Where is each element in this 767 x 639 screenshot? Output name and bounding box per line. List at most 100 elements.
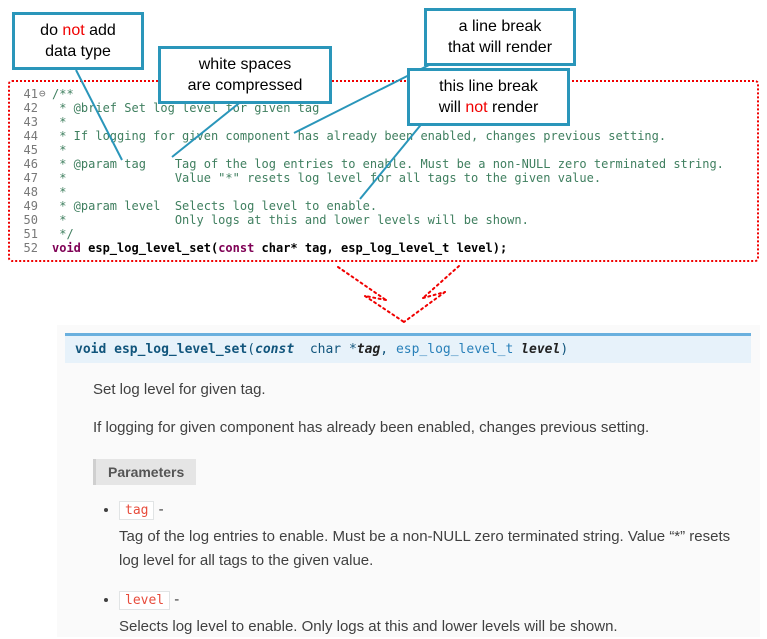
docs-brief: Set log level for given tag.: [93, 381, 266, 398]
fold-gutter: [38, 213, 52, 227]
callout-text: white spaces: [198, 56, 292, 73]
callout-text: that will render: [447, 39, 553, 56]
code-text: void esp_log_level_set(const char* tag, …: [52, 241, 507, 255]
code-token: *: [52, 185, 67, 199]
signature-token: void: [75, 342, 107, 357]
code-line: 45 *: [12, 143, 755, 157]
signature-token: [106, 342, 114, 357]
signature-token: tag: [356, 342, 381, 357]
line-number: 49: [23, 199, 38, 213]
param-description: Tag of the log entries to enable. Must b…: [119, 528, 731, 569]
code-token: * @param tag Tag of the log entries to e…: [52, 157, 724, 171]
callout-line-break-not-render: this line break will not render: [407, 68, 570, 126]
code-editor[interactable]: 41⊖/**42 * @brief Set log level for give…: [8, 80, 759, 262]
code-line: 42 * @brief Set log level for given tag: [12, 101, 755, 115]
code-token: char* tag, esp_log_level_t level);: [254, 241, 508, 255]
rendered-docs: void esp_log_level_set(const char *tag, …: [57, 325, 760, 637]
code-token: * Value "*" resets log level for all tag…: [52, 171, 602, 185]
code-text: /**: [52, 87, 74, 101]
code-text: *: [52, 143, 66, 157]
fold-gutter: [38, 171, 52, 185]
function-signature: void esp_log_level_set(const char *tag, …: [65, 333, 751, 363]
callout-text: do: [40, 22, 63, 39]
line-number: 42: [23, 101, 38, 115]
parameter-item: tag - Tag of the log entries to enable. M…: [119, 501, 760, 573]
code-token: esp_log_level_set(: [80, 241, 219, 255]
fold-gutter: [38, 115, 52, 129]
callout-text-emphasis: not: [465, 99, 488, 116]
code-token: *: [52, 115, 67, 129]
code-token: * @param level Selects log level to enab…: [52, 199, 378, 213]
signature-token: (: [247, 342, 256, 357]
signature-token: const: [255, 342, 295, 357]
code-lines: 41⊖/**42 * @brief Set log level for give…: [12, 87, 755, 255]
signature-token: ): [560, 342, 569, 357]
code-text: * If logging for given component has alr…: [52, 129, 666, 143]
dotted-arrow-icon: [337, 265, 460, 323]
parameter-item: level -Selects log level to enable. Only…: [119, 591, 760, 639]
param-separator: -: [154, 501, 164, 518]
code-line: 52 void esp_log_level_set(const char* ta…: [12, 241, 755, 255]
type-link[interactable]: esp_log_level_t: [395, 342, 514, 357]
callout-text-emphasis: not: [62, 22, 85, 39]
code-token: * Only logs at this and lower levels wil…: [52, 213, 529, 227]
code-token: */: [52, 227, 74, 241]
fold-gutter: [38, 227, 52, 241]
code-text: * @param level Selects log level to enab…: [52, 199, 377, 213]
code-line: 43 *: [12, 115, 755, 129]
code-token: *: [52, 143, 67, 157]
fold-gutter: [38, 157, 52, 171]
line-number: 44: [23, 129, 38, 143]
code-text: */: [52, 227, 74, 241]
signature-token: level: [521, 342, 561, 357]
param-description: Selects log level to enable. Only logs a…: [119, 618, 618, 635]
code-text: *: [52, 115, 66, 129]
line-number: 47: [23, 171, 38, 185]
callout-text: this line break: [439, 78, 538, 95]
docs-detail: If logging for given component has alrea…: [93, 419, 650, 436]
parameters-list: tag - Tag of the log entries to enable. M…: [119, 501, 760, 639]
fold-gutter: [38, 143, 52, 157]
code-text: * @param tag Tag of the log entries to e…: [52, 157, 724, 171]
line-number: 51: [23, 227, 38, 241]
param-name-literal: tag: [119, 501, 155, 520]
callout-line-break-renders: a line break that will render: [424, 8, 576, 66]
code-text: * Value "*" resets log level for all tag…: [52, 171, 601, 185]
callout-text: render: [487, 99, 539, 116]
line-number: 50: [23, 213, 38, 227]
code-line: 50 * Only logs at this and lower levels …: [12, 213, 755, 227]
callout-text: are compressed: [187, 77, 303, 94]
code-line: 48 *: [12, 185, 755, 199]
signature-token: ,: [380, 342, 396, 357]
code-line: 49 * @param level Selects log level to e…: [12, 199, 755, 213]
fold-gutter: [38, 129, 52, 143]
line-number: 52: [23, 241, 38, 255]
fold-gutter: [38, 241, 52, 255]
code-token: const: [218, 241, 255, 255]
code-line: 47 * Value "*" resets log level for all …: [12, 171, 755, 185]
line-number: 45: [23, 143, 38, 157]
line-number: 48: [23, 185, 38, 199]
callout-whitespace-compressed: white spaces are compressed: [158, 46, 332, 104]
fold-gutter: [38, 185, 52, 199]
callout-text: will: [438, 99, 466, 116]
code-text: * Only logs at this and lower levels wil…: [52, 213, 529, 227]
code-token: /**: [52, 87, 74, 101]
callout-text: a line break: [458, 18, 542, 35]
code-text: *: [52, 185, 66, 199]
line-number: 43: [23, 115, 38, 129]
parameters-heading: Parameters: [93, 459, 197, 485]
signature-token: esp_log_level_set: [114, 342, 248, 357]
fold-gutter: [38, 199, 52, 213]
callout-text: data type: [45, 43, 111, 60]
code-line: 46 * @param tag Tag of the log entries t…: [12, 157, 755, 171]
fold-collapse-icon[interactable]: ⊖: [39, 87, 46, 100]
code-token: * If logging for given component has alr…: [52, 129, 667, 143]
signature-token: [513, 342, 521, 357]
fold-gutter: [38, 101, 52, 115]
param-name-literal: level: [119, 591, 171, 610]
callout-text: add: [84, 22, 116, 39]
code-line: 41⊖/**: [12, 87, 755, 101]
line-number: 46: [23, 157, 38, 171]
